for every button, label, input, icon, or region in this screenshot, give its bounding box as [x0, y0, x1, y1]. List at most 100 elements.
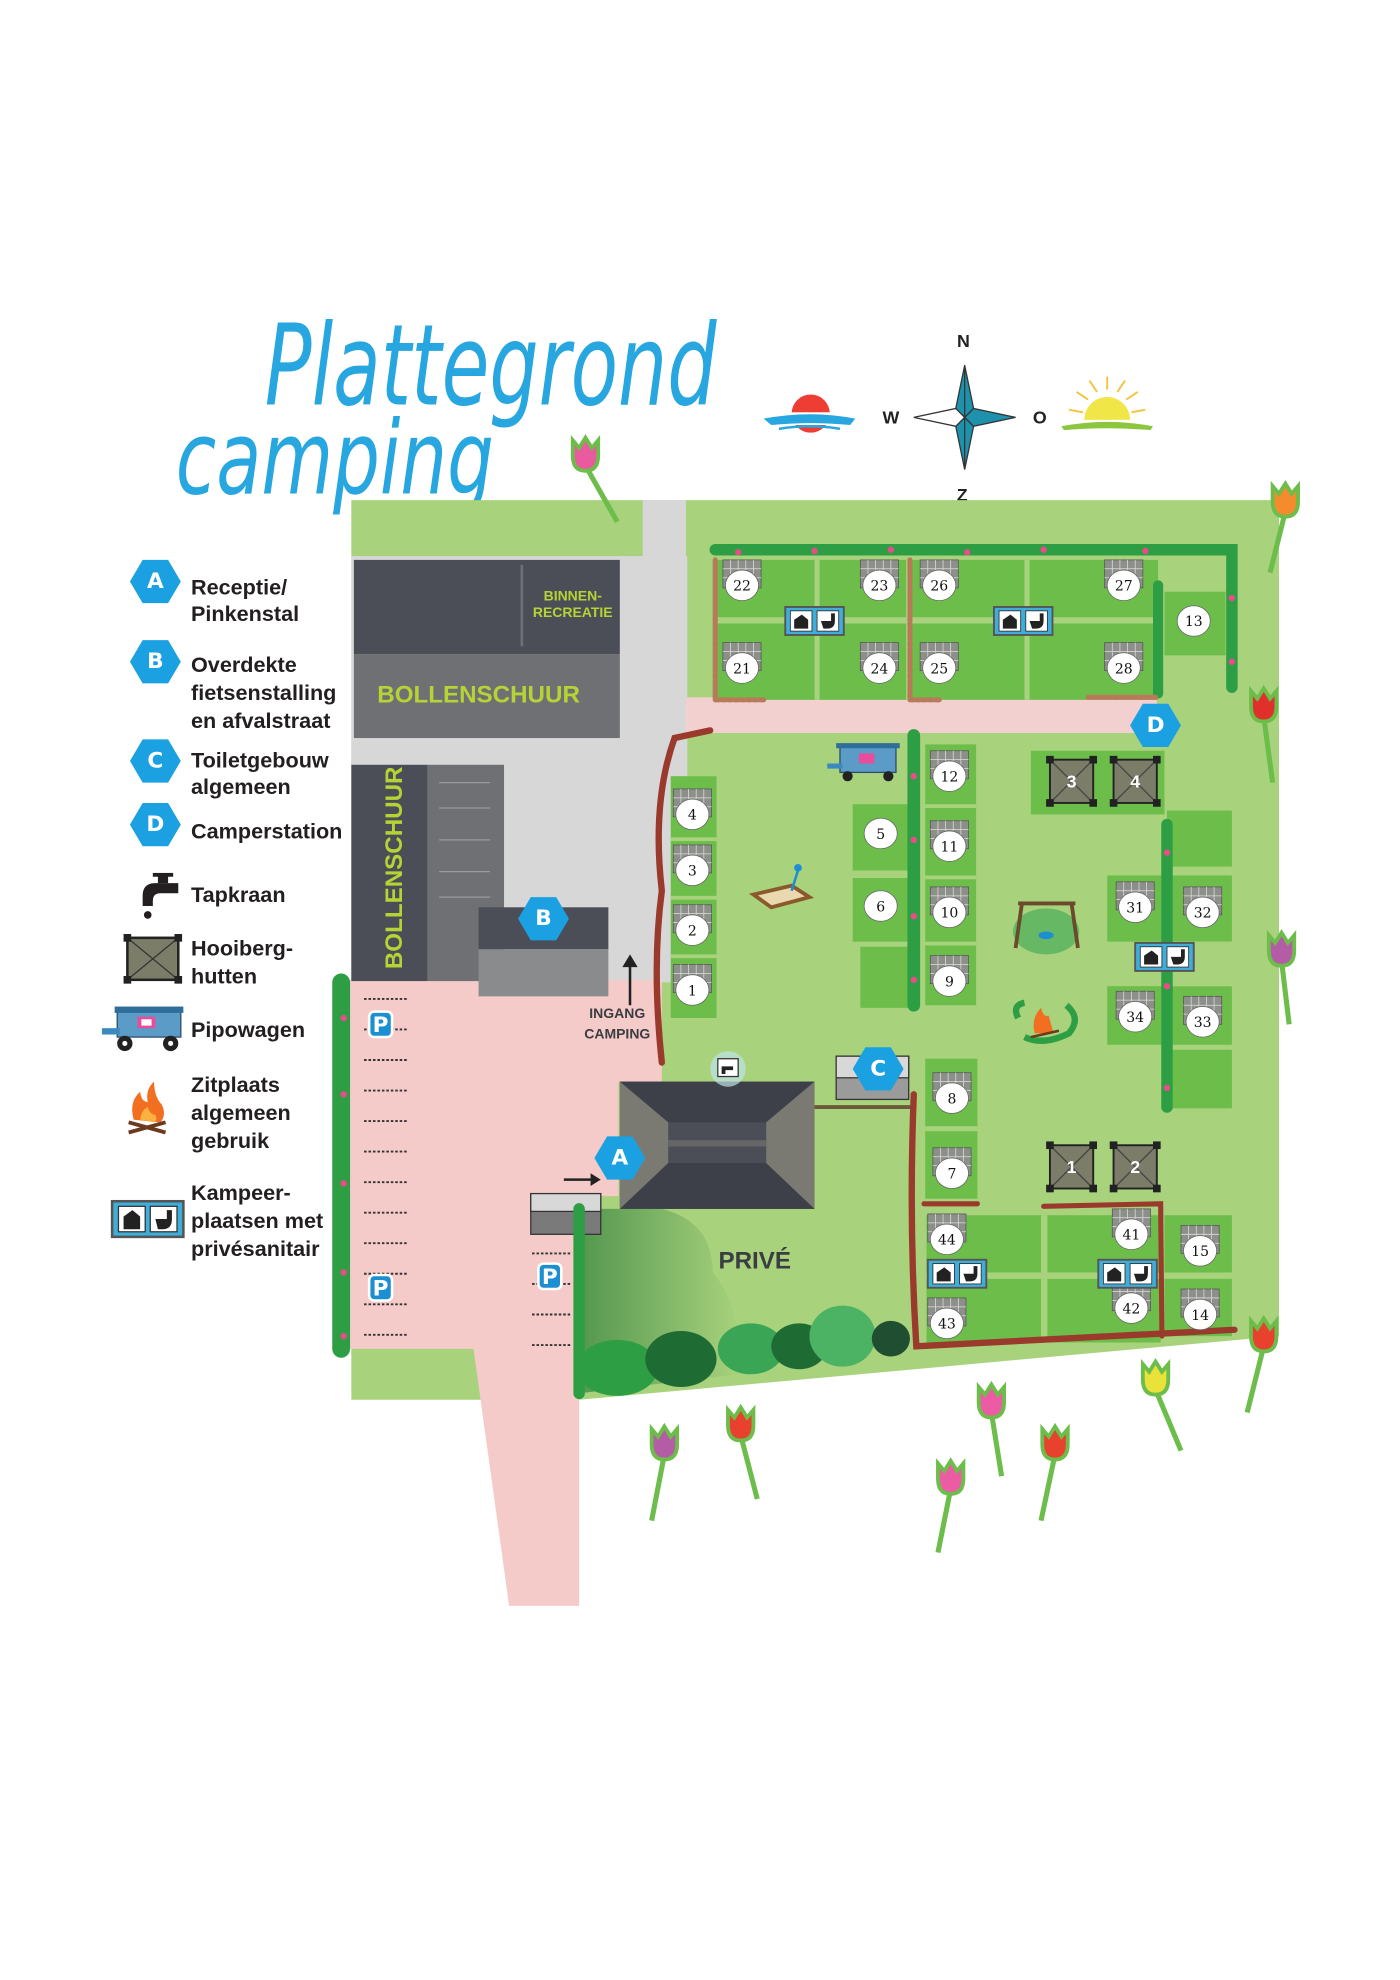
pitch-number: 31 [1126, 901, 1144, 917]
pitch: 3 [672, 844, 712, 887]
legend-marker-d: D [146, 812, 164, 837]
pitch-number: 3 [688, 864, 697, 880]
parking-label: P [542, 1265, 558, 1290]
pitch: 23 [859, 559, 899, 601]
pitch: 4 [672, 788, 712, 831]
pitch: 27 [1104, 559, 1144, 601]
tulip-icon [976, 1380, 1007, 1477]
tap-icon [142, 872, 179, 919]
legend-marker-c: C [147, 748, 163, 773]
pitch-number: 34 [1126, 1010, 1144, 1026]
parking-area [333, 979, 662, 1606]
pitch: 44 [927, 1213, 967, 1256]
indoor-recreation-label: BINNEN- [544, 588, 603, 604]
private-sanitary-icon [992, 606, 1054, 636]
compass-north: N [957, 331, 970, 351]
pitch-number: 25 [930, 661, 948, 677]
pitch: 25 [919, 642, 959, 684]
pitch: 28 [1104, 642, 1144, 684]
pitch: 34 [1115, 990, 1155, 1033]
page-title: Plattegrond camping [176, 302, 717, 519]
pitch: 9 [929, 955, 969, 997]
arrow-up-icon [622, 954, 638, 968]
hut-number: 1 [1067, 1157, 1077, 1177]
pitch: 6 [863, 890, 898, 922]
private-sanitary-icon [1097, 1258, 1158, 1289]
legend-label: privésanitair [191, 1236, 320, 1261]
pitch-number: 21 [733, 661, 751, 677]
tulip-icon [1038, 1422, 1070, 1522]
barn-label: BOLLENSCHUUR [381, 767, 408, 970]
pitch: 13 [1176, 605, 1211, 637]
hut-number: 2 [1130, 1157, 1140, 1177]
pitch-number: 27 [1115, 579, 1133, 595]
pitch: 33 [1183, 995, 1223, 1038]
pitch-number: 8 [948, 1091, 957, 1107]
legend-item-campfire: Zitplaats algemeen gebruik [128, 1072, 291, 1153]
compass-east: O [1033, 407, 1047, 427]
pitch-number: 23 [871, 579, 889, 595]
tulip-icon [649, 1422, 680, 1522]
pitch: 21 [722, 642, 762, 684]
pitch: 43 [927, 1297, 967, 1340]
private-sanitary-icon [784, 606, 845, 636]
pitch-number: 32 [1194, 906, 1212, 922]
pitch-number: 12 [941, 769, 959, 785]
legend-label: Hooiberg- [191, 936, 293, 961]
legend-marker-a: A [147, 569, 164, 594]
legend-label: en afvalstraat [191, 708, 330, 733]
pitch-number: 41 [1122, 1228, 1140, 1244]
gate [530, 1192, 602, 1235]
pitch-number: 10 [941, 906, 959, 922]
parking-lots: P P P [364, 997, 571, 1346]
toilet-building: C [835, 1047, 910, 1101]
pitch-number: 2 [688, 923, 697, 939]
legend-label: Camperstation [191, 819, 342, 844]
private-area-label: PRIVÉ [718, 1247, 791, 1275]
pitch-number: 33 [1194, 1015, 1212, 1031]
sunrise-icon [1061, 376, 1154, 431]
legend-marker-b: B [147, 649, 163, 674]
tulip-icon [570, 434, 620, 523]
pitch-number: 11 [941, 839, 959, 855]
compass-south: Z [957, 485, 968, 505]
tulip-icon [1244, 1314, 1279, 1414]
pitch: 5 [863, 817, 898, 850]
pitch: 24 [859, 642, 899, 684]
parking-sign: P [537, 1262, 563, 1291]
pitch: 12 [929, 750, 969, 792]
legend-item-camper-station: D Camperstation [129, 802, 342, 847]
barn-top: BINNEN- RECREATIE BOLLENSCHUUR [353, 559, 620, 739]
parking-label: P [373, 1013, 389, 1038]
pitch: 8 [932, 1072, 972, 1114]
entrance-label: INGANG [589, 1005, 645, 1021]
tap-point [710, 1051, 746, 1087]
pitch-number: 6 [876, 899, 885, 915]
marker-b: B [535, 906, 551, 931]
pitch-number: 1 [688, 983, 697, 999]
tulip-icon [726, 1403, 760, 1500]
pitch-number: 4 [688, 808, 697, 824]
pitch: 31 [1115, 881, 1155, 923]
pitch: 15 [1180, 1225, 1220, 1267]
parking-sign: P [367, 1273, 394, 1302]
hut-number: 4 [1130, 771, 1140, 791]
pitch-number: 14 [1191, 1308, 1209, 1324]
legend-label: Receptie/ [191, 574, 287, 599]
pitch: 32 [1183, 886, 1223, 929]
sunset-icon [763, 394, 856, 433]
parking-label: P [373, 1277, 389, 1302]
marker-a: A [611, 1145, 628, 1170]
pitch: 14 [1180, 1288, 1220, 1331]
legend-label: Pipowagen [191, 1017, 305, 1042]
pitch-number: 9 [945, 974, 954, 990]
legend-label: Tapkraan [191, 882, 286, 907]
hay-hut-icon [123, 934, 183, 984]
legend-item-toilets: C Toiletgebouw algemeen [129, 739, 329, 799]
compass-rose: N Z W O [763, 331, 1154, 505]
tap-icon [721, 1066, 734, 1074]
bushes [576, 1305, 910, 1396]
pitch: 10 [929, 886, 969, 929]
legend-item-wagon: Pipowagen [101, 1006, 305, 1052]
